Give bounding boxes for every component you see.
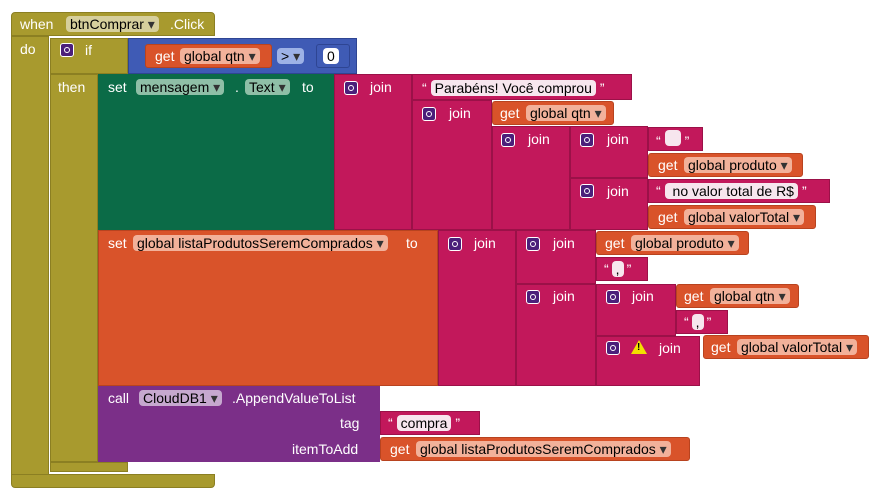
- var-dropdown[interactable]: global qtn: [180, 48, 260, 64]
- text-value: “ ”: [656, 130, 689, 150]
- var-dropdown[interactable]: global produto: [631, 235, 739, 251]
- set-label: set: [108, 79, 127, 95]
- mutator-gear-icon[interactable]: [448, 237, 462, 251]
- join-label: join: [659, 340, 681, 356]
- mutator-gear-icon[interactable]: [606, 341, 620, 355]
- get-label: get: [605, 235, 625, 251]
- call-label: call: [108, 390, 130, 406]
- set-lista-block[interactable]: [98, 230, 438, 386]
- join-label: join: [553, 235, 575, 251]
- text-value: “Parabéns! Você comprou”: [422, 80, 605, 96]
- join-label: join: [528, 131, 550, 147]
- mutator-gear-icon[interactable]: [606, 290, 620, 304]
- mutator-gear-icon[interactable]: [526, 290, 540, 304]
- if-block-body[interactable]: [50, 74, 98, 462]
- join-label: join: [553, 288, 575, 304]
- var-dropdown[interactable]: global valorTotal: [737, 339, 858, 355]
- text-value: “,”: [604, 261, 632, 277]
- mutator-gear-icon[interactable]: [580, 184, 594, 198]
- text-value: “,”: [684, 314, 712, 330]
- event-block-bottom[interactable]: [11, 474, 215, 488]
- var-dropdown[interactable]: global produto: [684, 157, 792, 173]
- item-to-add-label: itemToAdd: [292, 441, 359, 457]
- operator-dropdown[interactable]: >: [277, 48, 305, 64]
- to-label: to: [302, 79, 314, 95]
- join-label: join: [370, 79, 392, 95]
- if-block-bottom[interactable]: [50, 462, 128, 472]
- text-field[interactable]: ,: [691, 314, 704, 330]
- event-block-body[interactable]: [11, 36, 49, 480]
- warning-icon[interactable]: [631, 340, 647, 354]
- if-label: if: [85, 42, 92, 58]
- join-block[interactable]: [438, 230, 516, 386]
- mutator-gear-icon[interactable]: [344, 81, 358, 95]
- mutator-gear-icon[interactable]: [526, 237, 540, 251]
- mutator-gear-icon[interactable]: [580, 133, 594, 147]
- var-dropdown[interactable]: global qtn: [526, 105, 606, 121]
- text-field[interactable]: compra: [396, 415, 452, 431]
- method-label: .AppendValueToList: [232, 390, 356, 406]
- dot-label: .: [235, 79, 239, 95]
- tag-label: tag: [340, 415, 360, 431]
- get-label: get: [500, 105, 520, 121]
- text-field[interactable]: [664, 130, 681, 146]
- then-label: then: [58, 79, 86, 95]
- mutator-gear-icon[interactable]: [422, 107, 436, 121]
- when-label: when: [20, 16, 54, 32]
- event-name-label: .Click: [170, 16, 205, 32]
- join-block[interactable]: [412, 100, 492, 230]
- get-label: get: [658, 157, 678, 173]
- do-label: do: [20, 41, 36, 57]
- text-value: “ no valor total de R$”: [656, 183, 807, 199]
- join-label: join: [607, 131, 629, 147]
- join-label: join: [449, 105, 471, 121]
- text-field[interactable]: no valor total de R$: [664, 183, 798, 199]
- text-field[interactable]: Parabéns! Você comprou: [430, 80, 596, 96]
- var-dropdown[interactable]: global listaProdutosSeremComprados: [133, 235, 388, 251]
- get-label: get: [658, 209, 678, 225]
- property-dropdown[interactable]: Text: [245, 79, 290, 95]
- text-value: “compra”: [388, 415, 461, 431]
- get-label: get: [684, 288, 704, 304]
- component-dropdown[interactable]: mensagem: [136, 79, 225, 95]
- component-dropdown[interactable]: CloudDB1: [139, 390, 222, 406]
- get-label: get: [155, 48, 175, 64]
- set-label: set: [108, 235, 127, 251]
- var-dropdown[interactable]: global qtn: [710, 288, 790, 304]
- get-label: get: [390, 441, 410, 457]
- join-label: join: [474, 235, 496, 251]
- mutator-gear-icon[interactable]: [60, 43, 74, 57]
- join-label: join: [632, 288, 654, 304]
- var-dropdown[interactable]: global listaProdutosSeremComprados: [416, 441, 671, 457]
- var-dropdown[interactable]: global valorTotal: [684, 209, 805, 225]
- text-field[interactable]: ,: [611, 261, 624, 277]
- set-mensagem-block[interactable]: [98, 74, 334, 230]
- event-component-dropdown[interactable]: btnComprar: [66, 16, 159, 32]
- number-field[interactable]: 0: [323, 48, 339, 64]
- join-label: join: [607, 183, 629, 199]
- mutator-gear-icon[interactable]: [501, 133, 515, 147]
- join-block[interactable]: [334, 74, 412, 230]
- get-label: get: [711, 339, 731, 355]
- to-label: to: [406, 235, 418, 251]
